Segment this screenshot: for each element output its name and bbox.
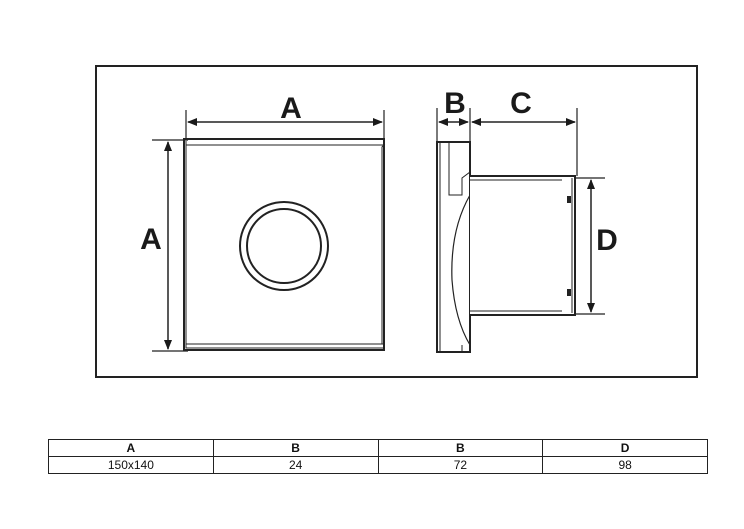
dimensions-table: A B B D 150x140 24 72 98	[48, 439, 708, 474]
side-height-label: D	[596, 224, 618, 257]
front-view	[183, 138, 386, 351]
side-depth-dimension: B	[436, 87, 471, 176]
side-height-dimension: D	[575, 177, 618, 315]
table-header-cell: B	[377, 439, 544, 457]
side-length-label: C	[510, 87, 532, 120]
table-row: 150x140 24 72 98	[48, 456, 708, 474]
front-center-ring-inner	[246, 208, 322, 284]
dimension-drawing: A A B C D	[95, 65, 698, 378]
table-header-cell: A	[48, 439, 214, 457]
front-center-ring-outer	[239, 201, 329, 291]
front-width-dimension: A	[185, 92, 385, 139]
table-header-cell: B	[212, 439, 379, 457]
side-depth-label: B	[444, 87, 466, 120]
table-header-row: A B B D	[48, 439, 708, 457]
table-cell: 150x140	[48, 456, 214, 474]
side-view	[436, 141, 576, 353]
front-height-dimension: A	[140, 139, 188, 352]
front-width-label: A	[280, 92, 302, 125]
table-cell: 72	[377, 456, 544, 474]
table-cell: 98	[542, 456, 708, 474]
side-length-dimension: C	[471, 87, 578, 176]
drawing-frame	[95, 65, 698, 378]
table-cell: 24	[212, 456, 379, 474]
front-height-label: A	[140, 223, 162, 256]
table-header-cell: D	[542, 439, 708, 457]
